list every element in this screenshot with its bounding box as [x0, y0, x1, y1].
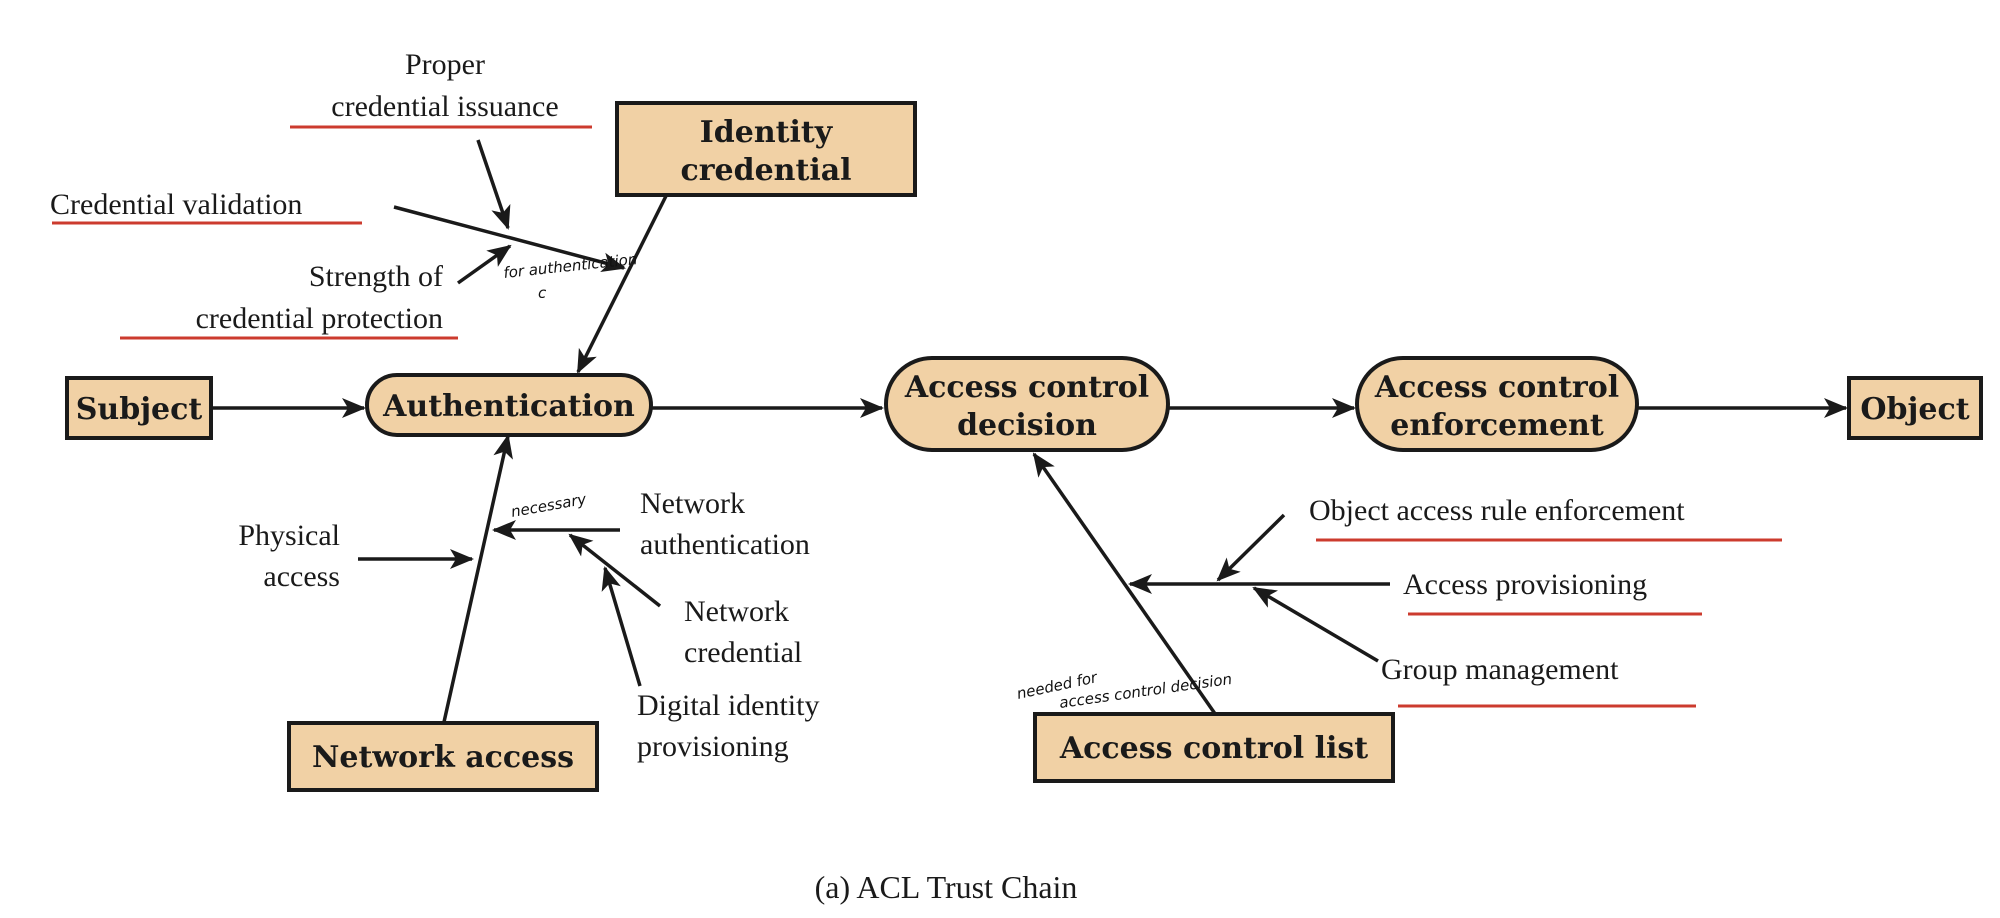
authentication-label: Authentication: [382, 389, 635, 424]
group-management-label: Group management: [1381, 653, 1619, 686]
arrow-credential-validation: [393, 205, 626, 273]
arrow-network-access-authentication: [442, 434, 513, 723]
subject-node: Subject: [65, 376, 213, 440]
access-control-decision-node: Access control decision: [884, 356, 1170, 452]
arrow-object-access-rule: [1216, 513, 1286, 582]
note-for-authentication-mark: c: [538, 284, 547, 302]
object-access-rule-label: Object access rule enforcement: [1309, 494, 1685, 527]
object-node: Object: [1847, 376, 1983, 440]
network-credential-line1: Network: [684, 595, 789, 628]
access-control-decision-line1: Access control: [904, 370, 1149, 405]
credential-validation-label: Credential validation: [50, 188, 302, 221]
network-authentication-line2: authentication: [640, 528, 810, 561]
arrow-strength-protection: [456, 244, 512, 285]
access-provisioning-label: Access provisioning: [1403, 568, 1647, 601]
strength-protection-line2: credential protection: [196, 302, 443, 335]
network-access-node: Network access: [287, 721, 599, 792]
arrow-digital-identity: [601, 566, 642, 687]
access-control-enforcement-line1: Access control: [1374, 370, 1619, 405]
digital-identity-line1: Digital identity: [637, 689, 819, 722]
access-control-enforcement-node: Access control enforcement: [1355, 356, 1639, 452]
network-access-label: Network access: [312, 740, 574, 775]
strength-protection-line1: Strength of: [309, 260, 443, 293]
digital-identity-line2: provisioning: [637, 730, 789, 763]
diagram-caption: (a) ACL Trust Chain: [815, 869, 1078, 905]
arrow-identity-authentication: [576, 195, 668, 374]
arrow-proper-issuance: [476, 139, 511, 230]
subject-label: Subject: [76, 392, 203, 427]
network-authentication-line1: Network: [640, 487, 745, 520]
identity-credential-line1: Identity: [700, 115, 834, 150]
access-control-list-node: Access control list: [1033, 712, 1395, 783]
proper-issuance-line2: credential issuance: [331, 90, 558, 123]
object-label: Object: [1860, 392, 1969, 427]
identity-credential-line2: credential: [680, 153, 851, 188]
physical-access-line2: access: [263, 560, 340, 593]
note-necessary: necessary: [510, 490, 589, 521]
access-control-decision-line2: decision: [957, 408, 1097, 443]
identity-credential-node: Identity credential: [615, 101, 917, 197]
access-control-enforcement-line2: enforcement: [1390, 408, 1604, 443]
access-control-list-label: Access control list: [1059, 731, 1368, 766]
arrow-group-management: [1252, 586, 1379, 663]
authentication-node: Authentication: [365, 373, 653, 437]
arrow-acl-decision: [1032, 452, 1220, 720]
proper-issuance-line1: Proper: [405, 48, 485, 81]
network-credential-line2: credential: [684, 636, 802, 669]
physical-access-line1: Physical: [238, 519, 340, 552]
